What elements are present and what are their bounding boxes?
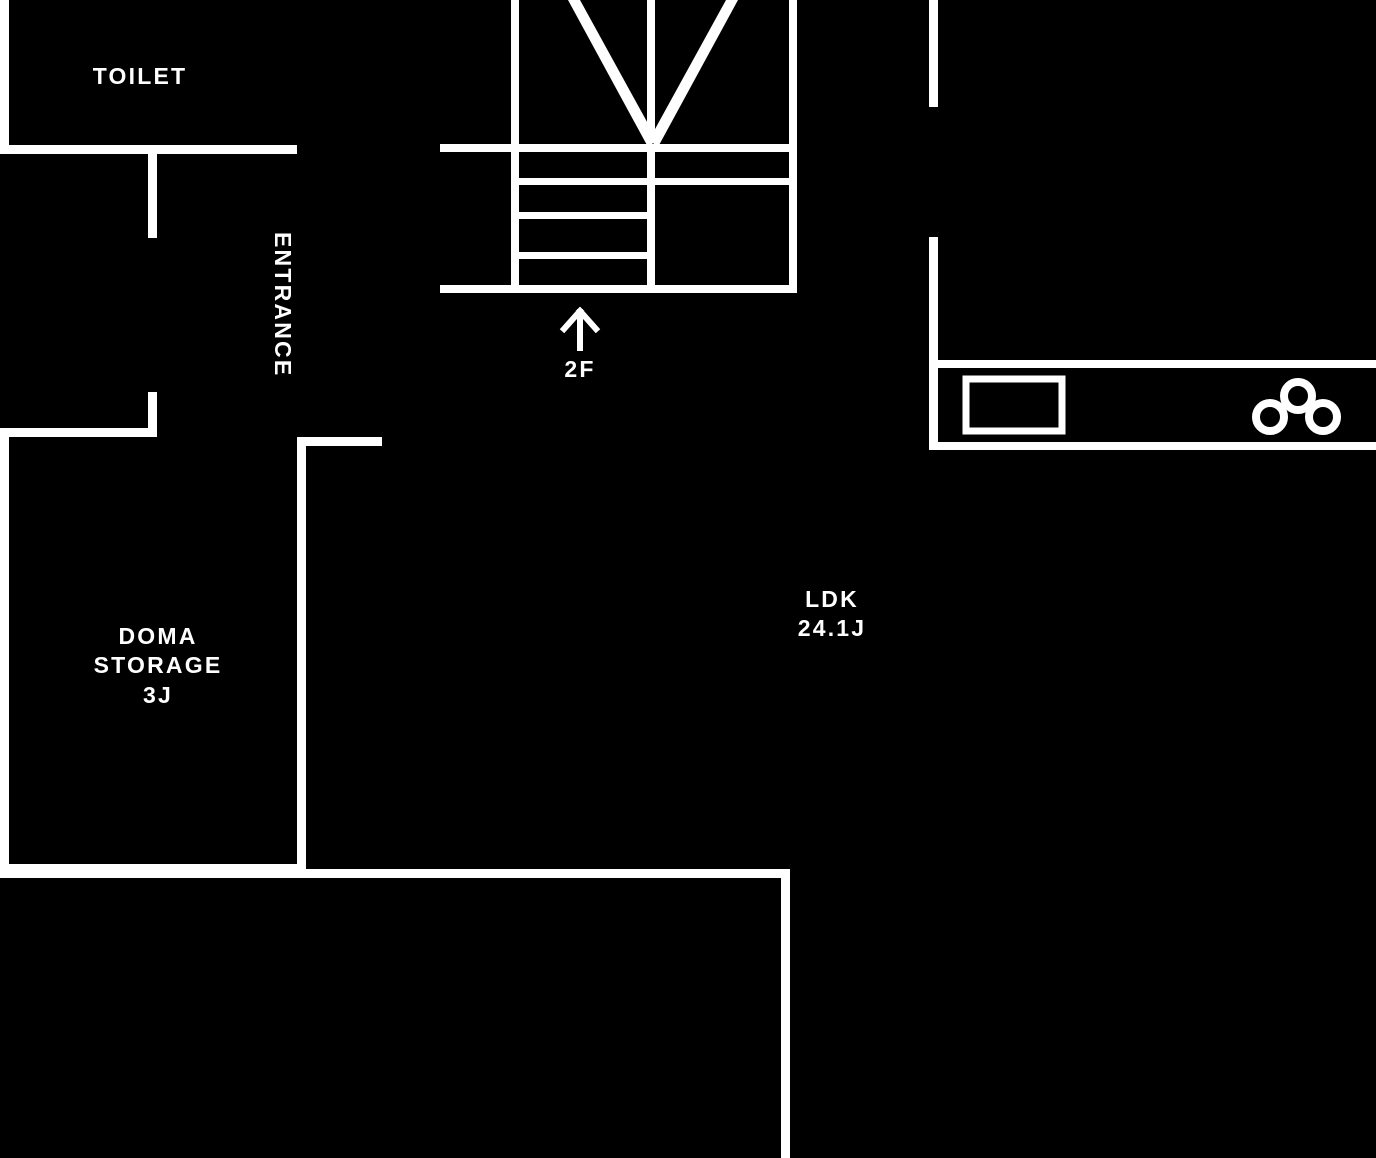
stair-tread bbox=[511, 178, 655, 185]
wall-ldk-right-lower bbox=[781, 869, 790, 1158]
stair-up-arrow-icon bbox=[559, 306, 601, 351]
wall-kitchen-counter-top bbox=[929, 360, 1376, 368]
stair-direction-label: 2F bbox=[564, 356, 596, 382]
wall-doma-left bbox=[0, 428, 9, 873]
gas-burner-icon bbox=[1280, 378, 1316, 414]
stair-tread bbox=[511, 212, 655, 219]
stair-divider-upper bbox=[647, 0, 655, 143]
stair-bottom-line bbox=[440, 285, 797, 293]
kitchen-fixtures bbox=[962, 375, 1341, 435]
wall-doma-bottom bbox=[0, 864, 306, 873]
wall-toilet-bottom bbox=[0, 145, 297, 154]
room-label-entrance: ENTRANCE bbox=[270, 232, 296, 378]
kitchen-sink-icon bbox=[962, 375, 1066, 435]
stair-winder-left bbox=[568, 0, 657, 147]
wall-ldk-top-left bbox=[297, 437, 382, 446]
wall-doma-top-left bbox=[0, 428, 157, 437]
room-label-ldk: LDK 24.1J bbox=[797, 586, 867, 642]
stair-winder-right bbox=[649, 0, 738, 147]
wall-right-lower bbox=[929, 237, 938, 450]
wall-kitchen-counter-bottom bbox=[929, 442, 1376, 450]
gas-burner-icon bbox=[1305, 399, 1341, 435]
wall-entrance-lower-stub bbox=[148, 392, 157, 437]
wall-doma-right bbox=[297, 437, 306, 873]
room-label-doma-storage: DOMA STORAGE 3J bbox=[93, 623, 223, 708]
wall-entrance-upper-stub bbox=[148, 150, 157, 238]
wall-right-upper bbox=[929, 0, 938, 107]
stair-tread bbox=[511, 252, 655, 259]
wall-toilet-left-stub bbox=[0, 0, 9, 154]
stair-landing-line bbox=[440, 144, 797, 152]
wall-ldk-bottom bbox=[0, 869, 790, 878]
stair-tread bbox=[655, 178, 797, 185]
staircase bbox=[440, 0, 797, 293]
room-label-toilet: TOILET bbox=[92, 63, 188, 89]
stair-divider-lower bbox=[647, 148, 655, 292]
gas-burner-icon bbox=[1252, 399, 1288, 435]
